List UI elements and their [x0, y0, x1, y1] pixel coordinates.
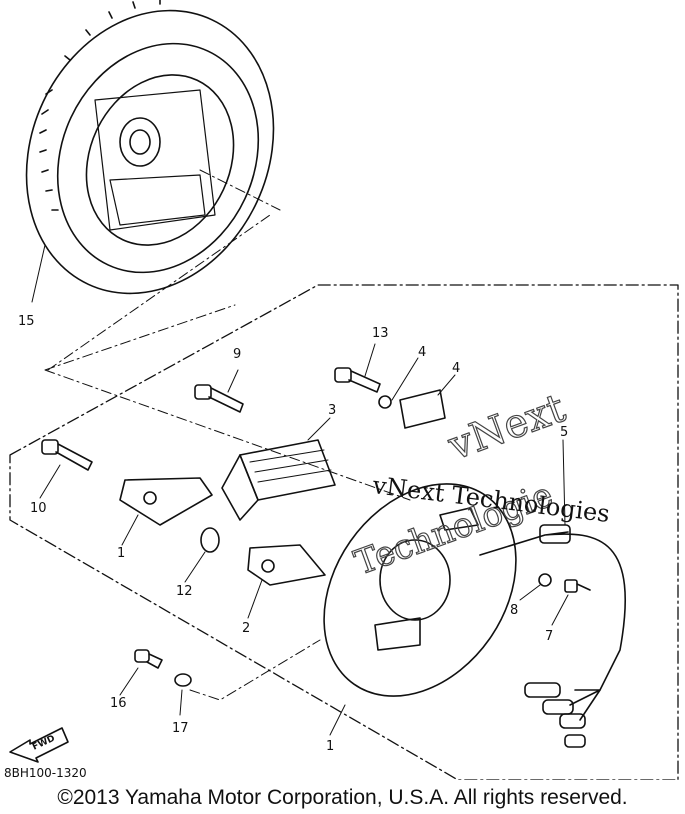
- bolt-13: [334, 367, 381, 393]
- part-label-2: 2: [242, 621, 250, 636]
- part-label-8: 8: [510, 603, 518, 618]
- lighting-coil-1: [119, 477, 213, 526]
- part-label-1b: 1: [326, 739, 334, 754]
- part-label-4b: 4: [452, 361, 460, 376]
- coil-2: [247, 544, 326, 586]
- exploded-parts-diagram: vNext Technologie vNext Technologies 15 …: [4, 0, 679, 780]
- part-label-15: 15: [18, 314, 35, 329]
- copyright-notice: ©2013 Yamaha Motor Corporation, U.S.A. A…: [57, 786, 628, 809]
- wire-harness: [479, 524, 626, 748]
- part-label-13: 13: [372, 326, 389, 341]
- part-label-12: 12: [176, 584, 193, 599]
- part-label-7: 7: [545, 629, 553, 644]
- part-label-3: 3: [328, 403, 336, 418]
- screw-7: [564, 579, 591, 593]
- bolt-9: [194, 384, 244, 413]
- assembly-boundary: [9, 284, 679, 780]
- flywheel-rotor: [25, 0, 275, 295]
- part-label-9: 9: [233, 347, 241, 362]
- part-label-10: 10: [30, 501, 47, 516]
- stator-plate: [323, 483, 517, 697]
- part-label-5: 5: [560, 425, 568, 440]
- charge-coil-3: [221, 439, 336, 521]
- part-label-16: 16: [110, 696, 127, 711]
- part-label-1a: 1: [117, 546, 125, 561]
- part-label-17: 17: [172, 721, 189, 736]
- fwd-arrow-icon: [9, 727, 69, 763]
- diagram-code: 8BH100-1320: [4, 766, 87, 780]
- part-label-4a: 4: [418, 345, 426, 360]
- watermark-ghost-top: vNext: [442, 385, 571, 470]
- bolt-10: [41, 439, 93, 471]
